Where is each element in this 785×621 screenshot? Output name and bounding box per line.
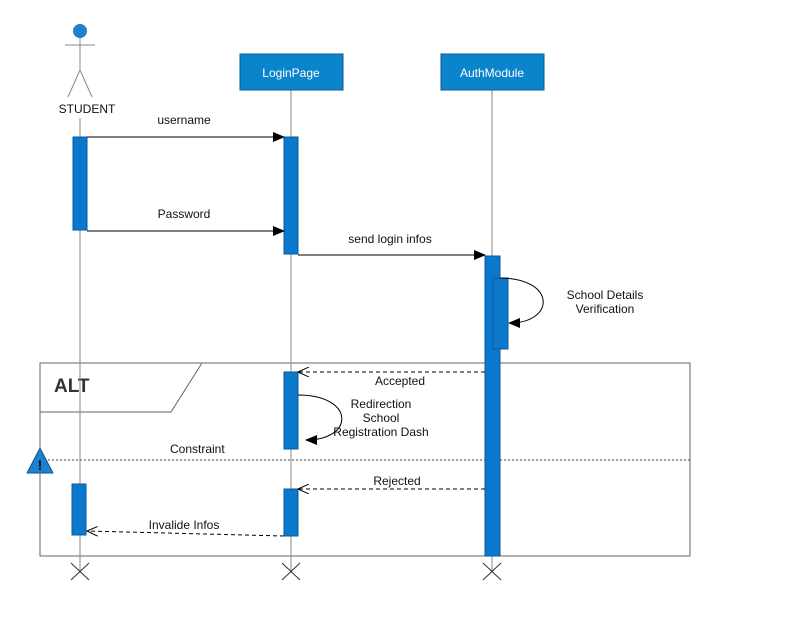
student-actor: STUDENT [59,24,116,116]
message-invalid-arrow [87,531,285,537]
alt-frame-tab [40,362,203,413]
message-password-label: Password [158,207,211,221]
loginpage-activation-1 [283,136,299,255]
message-verification-label-2: Verification [576,302,635,316]
loginpage-activation-2 [283,371,299,450]
participant-authmodule: AuthModule [440,53,545,91]
student-activation-2 [71,483,87,536]
warning-triangle-icon: ! [26,446,54,474]
message-redirection-arrow [297,394,343,445]
actor-name: STUDENT [59,102,116,116]
student-destroy-icon [70,562,90,581]
message-accepted-label: Accepted [375,374,425,388]
participant-authmodule-label: AuthModule [460,66,524,80]
message-verification-label-1: School Details [567,288,644,302]
participant-loginpage-box [239,53,344,91]
warning-glyph: ! [38,457,43,473]
actor-left-leg [67,69,81,98]
actor-head [73,24,87,38]
alt-frame: ALT Constraint ! [26,362,691,557]
participant-authmodule-box [440,53,545,91]
authmodule-self-activation [492,277,509,350]
message-username-label: username [157,113,211,127]
message-send-login-label: send login infos [348,232,431,246]
message-redirection-label-3: Registration Dash [333,425,428,439]
message-verification-arrow [499,277,544,328]
authmodule-destroy-icon [482,562,502,581]
participant-loginpage-label: LoginPage [262,66,320,80]
message-invalid-label: Invalide Infos [149,518,220,532]
message-rejected-label: Rejected [373,474,420,488]
message-redirection-label-2: School [363,411,400,425]
loginpage-activation-3 [283,488,299,537]
participant-loginpage: LoginPage [239,53,344,91]
student-activation-1 [72,136,88,231]
actor-right-leg [79,69,93,98]
alt-guard-label: Constraint [170,442,225,456]
loginpage-destroy-icon [281,562,301,581]
alt-frame-label: ALT [54,376,90,397]
message-redirection-label-1: Redirection [351,397,412,411]
